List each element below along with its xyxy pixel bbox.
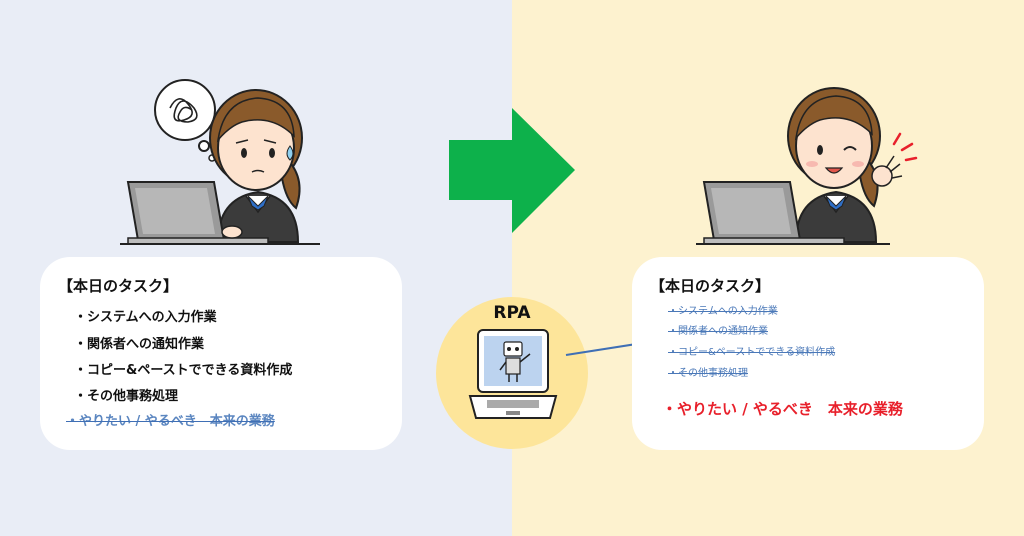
happy-worker-illustration — [696, 87, 918, 245]
right-card-title: 【本日のタスク】 — [650, 277, 771, 295]
right-struck-task: ・その他事務処理 — [668, 368, 748, 379]
left-struck-task: ・やりたい / やるべき 本来の業務 — [66, 414, 275, 429]
right-struck-task: ・コピー&ペーストでできる資料作成 — [668, 347, 836, 358]
right-arrow-icon — [449, 108, 575, 233]
left-card-title: 【本日のタスク】 — [58, 277, 179, 295]
rpa-label: RPA — [493, 303, 531, 323]
right-struck-task: ・関係者への通知作業 — [668, 326, 768, 337]
left-task-card — [40, 257, 402, 450]
left-task-item: ・その他事務処理 — [74, 389, 179, 404]
left-task-item: ・コピー&ペーストでできる資料作成 — [74, 363, 293, 378]
right-highlight-task: ・やりたい / やるべき 本来の業務 — [662, 400, 903, 418]
left-task-item: ・関係者への通知作業 — [74, 337, 205, 352]
right-task-card — [632, 257, 984, 450]
worried-worker-illustration — [120, 79, 320, 245]
robot-laptop-icon — [468, 329, 558, 419]
left-task-item: ・システムへの入力作業 — [74, 310, 217, 325]
right-struck-task: ・システムへの入力作業 — [668, 306, 778, 317]
